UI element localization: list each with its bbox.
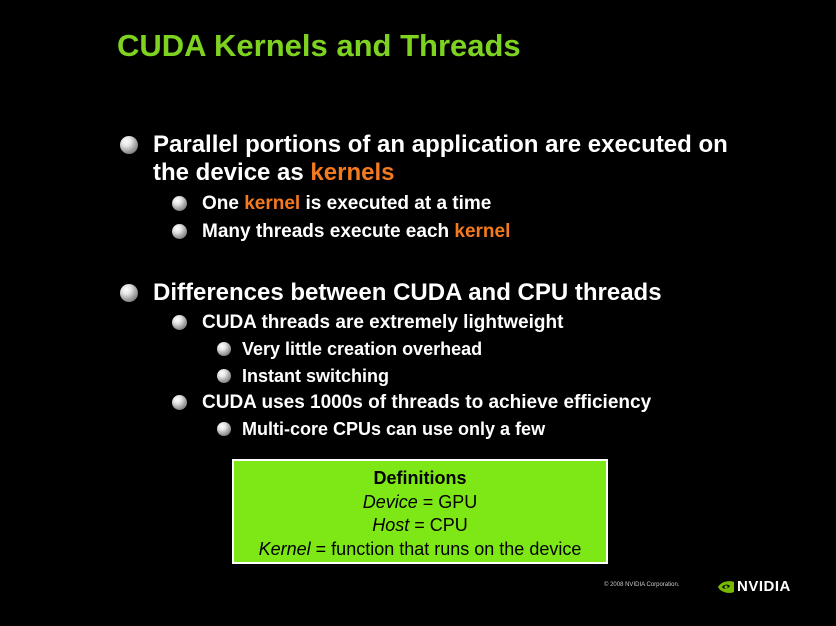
- bullet-dot-icon: [172, 395, 187, 410]
- bullet-text: Very little creation overhead: [242, 339, 483, 359]
- highlight-kernels: kernels: [310, 159, 395, 186]
- bullet-text: CUDA uses 1000s of threads to achieve ef…: [202, 392, 652, 413]
- definitions-heading: Definitions: [373, 468, 467, 488]
- bullet-text: Many threads execute each kernel: [202, 221, 511, 242]
- bullet-text: Multi-core CPUs can use only a few: [242, 419, 546, 439]
- slide-title: CUDA Kernels and Threads: [117, 28, 521, 63]
- bullet-dot-icon: [172, 315, 187, 330]
- bullet-dot-icon: [217, 422, 231, 436]
- bullet-text: the device as kernels: [153, 159, 395, 186]
- definition-device: Device = GPU: [362, 491, 478, 512]
- bullet-dot-icon: [217, 369, 231, 383]
- bullet-text: One kernel is executed at a time: [202, 193, 492, 214]
- copyright-text: © 2008 NVIDIA Corporation.: [604, 582, 680, 588]
- bullet-text: Differences between CUDA and CPU threads: [153, 279, 662, 306]
- bullet-text: Instant switching: [242, 366, 390, 386]
- nvidia-eye-icon: [718, 581, 734, 593]
- bullet-dot-icon: [120, 284, 138, 302]
- definition-host: Host = CPU: [372, 515, 468, 535]
- bullet-dot-icon: [120, 136, 138, 154]
- bullet-dot-icon: [217, 342, 231, 356]
- bullet-dot-icon: [172, 196, 187, 211]
- definitions-box: Definitions Device = GPU Host = CPU Kern…: [232, 459, 608, 564]
- highlight-kernel: kernel: [454, 221, 511, 242]
- bullet-text: CUDA threads are extremely lightweight: [202, 312, 564, 333]
- bullet-text: Parallel portions of an application are …: [153, 131, 728, 158]
- nvidia-logo-text: NVIDIA: [737, 578, 791, 595]
- definition-kernel: Kernel = function that runs on the devic…: [258, 538, 582, 559]
- highlight-kernel: kernel: [244, 193, 301, 214]
- bullet-dot-icon: [172, 224, 187, 239]
